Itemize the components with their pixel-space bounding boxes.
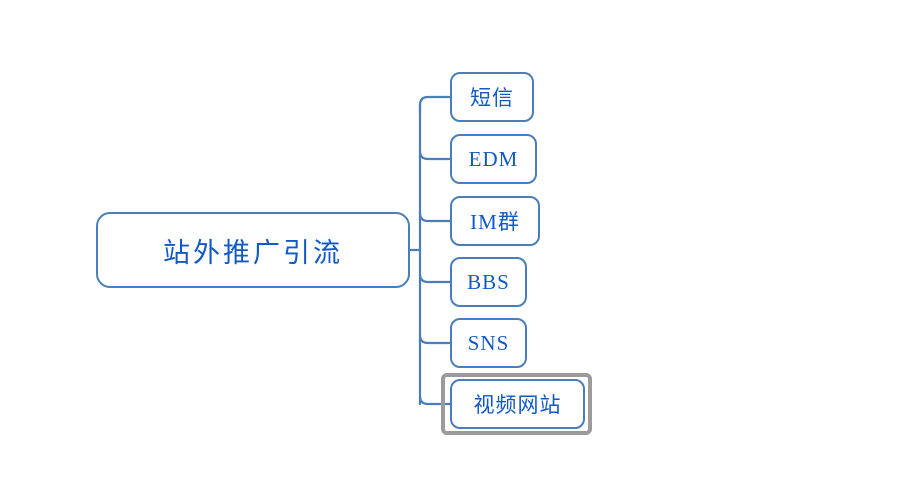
selection-frame bbox=[441, 373, 592, 435]
connector-branch-0 bbox=[418, 95, 452, 115]
connector-branch-1 bbox=[418, 149, 452, 161]
mind-map-root-node[interactable]: 站外推广引流 bbox=[96, 212, 410, 288]
connector-branch-2 bbox=[418, 211, 452, 223]
mind-map-node-video-site[interactable]: 视频网站 bbox=[450, 379, 585, 429]
mind-map-node-sms[interactable]: 短信 bbox=[450, 72, 534, 122]
mind-map-node-im-group[interactable]: IM群 bbox=[450, 196, 540, 246]
mind-map-node-edm[interactable]: EDM bbox=[450, 134, 537, 184]
connector-branch-3 bbox=[418, 272, 452, 284]
mind-map-node-sns[interactable]: SNS bbox=[450, 318, 527, 368]
mind-map-node-bbs[interactable]: BBS bbox=[450, 257, 527, 307]
connector-branch-4 bbox=[418, 333, 452, 345]
